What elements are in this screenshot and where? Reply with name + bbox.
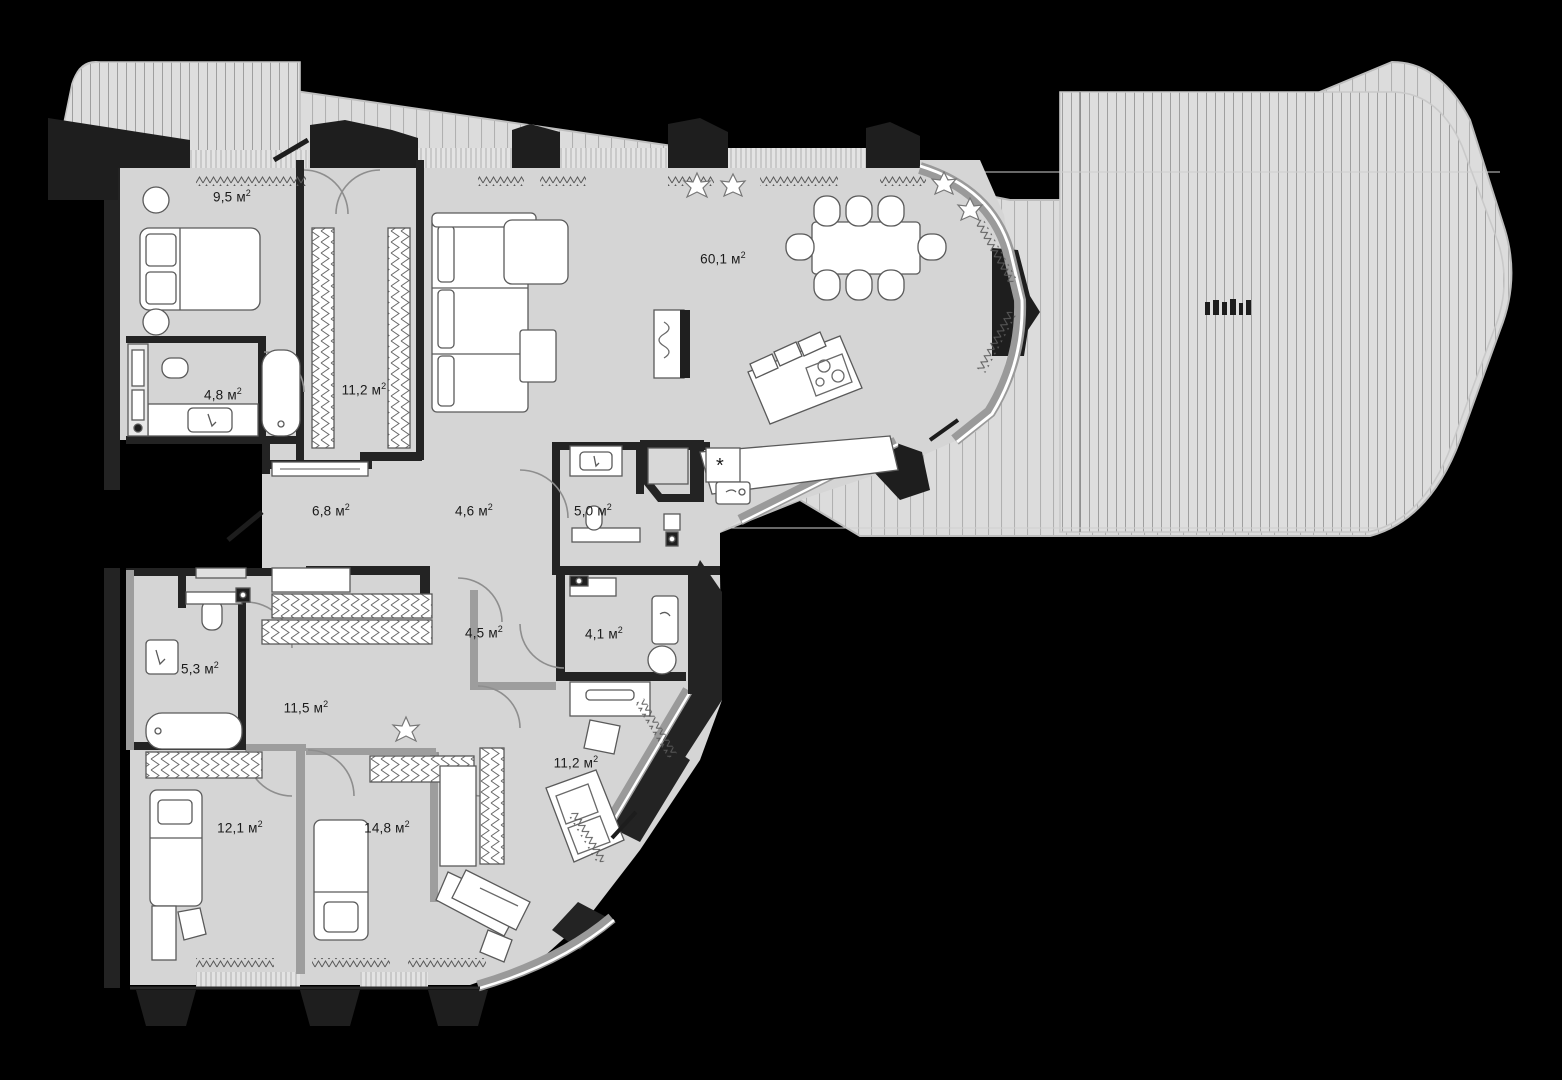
kitchen-island: [747, 331, 863, 425]
balcony-door: [610, 810, 638, 840]
terrace-door: [928, 418, 960, 442]
service-door: [226, 510, 264, 542]
glazing: [130, 148, 1027, 992]
mirror: [195, 567, 247, 579]
washbasin: [145, 639, 179, 675]
wardrobe-rail: [271, 593, 433, 619]
plants: [391, 170, 984, 743]
plant: [930, 170, 958, 196]
wardrobe-rail: [311, 227, 335, 449]
bathtub: [261, 349, 301, 437]
toilet: [585, 505, 603, 531]
radiators: [196, 176, 1017, 968]
terrace-marker: [1205, 299, 1251, 315]
desk-chair: [177, 907, 207, 941]
double-bed: [139, 227, 261, 311]
plant: [682, 171, 712, 199]
kitchen-counter: *: [699, 435, 899, 505]
desk-chair: [583, 719, 621, 755]
dryer: [647, 447, 689, 485]
dining-table: [785, 195, 947, 301]
desk: [151, 905, 177, 961]
wardrobe-shelf: [271, 567, 351, 593]
counter: [571, 527, 641, 543]
cabinet: [663, 513, 681, 531]
counter: [185, 591, 243, 605]
single-bed: [313, 819, 369, 941]
wardrobe: [439, 765, 477, 867]
sofa: [545, 769, 625, 863]
appliance-star-icon: *: [716, 455, 724, 477]
plant: [719, 172, 747, 198]
plant: [391, 715, 421, 743]
desk-chair: [479, 929, 513, 963]
nightstand: [142, 308, 170, 336]
wardrobe-rail: [479, 747, 505, 865]
wardrobe-rail: [261, 619, 433, 645]
wardrobe-shelf: [145, 751, 263, 779]
coffee-table: [519, 329, 557, 383]
side-table: [451, 869, 531, 931]
shower: [651, 595, 679, 645]
plant: [956, 196, 984, 222]
furniture: *: [127, 186, 947, 963]
entry-door: [272, 137, 310, 163]
toilet: [647, 645, 677, 675]
door-swings: [245, 169, 569, 797]
wardrobe-rail: [387, 227, 411, 449]
tv-unit: [653, 309, 690, 379]
toilet: [161, 357, 189, 379]
desk: [569, 681, 651, 717]
bathtub: [145, 712, 243, 750]
light-partitions: [126, 570, 556, 974]
nightstand: [142, 186, 170, 214]
single-bed: [149, 789, 203, 907]
sectional-sofa: [431, 212, 569, 413]
